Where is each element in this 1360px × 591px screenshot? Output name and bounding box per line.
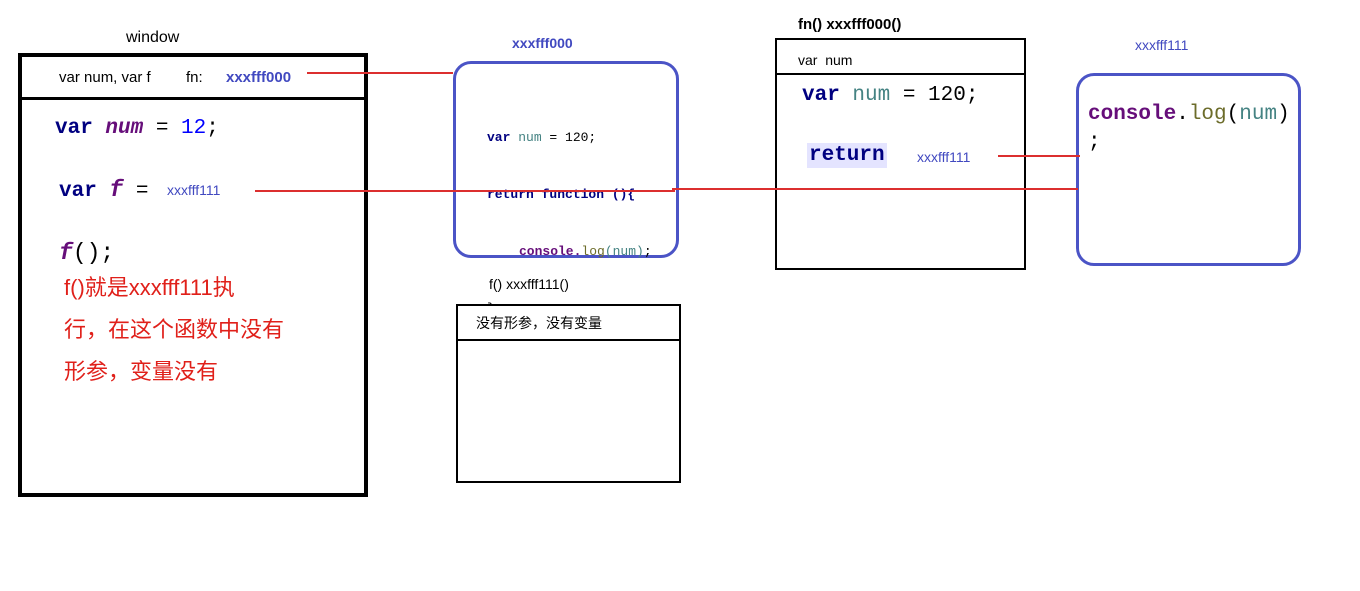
window-header-fn-label: fn: (186, 69, 203, 86)
note-line: 形参，变量没有 (64, 359, 219, 384)
exec-f-box: 没有形参，没有变量 (456, 304, 681, 483)
heap-fn-addr-label: xxxfff000 (512, 35, 573, 51)
exec-fn-header-text: var num (798, 52, 853, 68)
heap-f-code-end: ; (1088, 131, 1101, 154)
window-header-fn-addr: xxxfff000 (226, 69, 292, 86)
exec-f-header-text: 没有形参，没有变量 (476, 315, 602, 331)
exec-fn-box: var num var num = 120; return xxxfff111 (775, 38, 1026, 270)
heap-f-addr-label: xxxfff111 (1135, 37, 1189, 53)
window-scope-box: var num, var f fn: xxxfff000 var num = 1… (18, 53, 368, 497)
exec-fn-code: var num = 120; (802, 84, 979, 107)
exec-fn-return-addr: xxxfff111 (917, 149, 971, 165)
heap-fn-code-line: var num = 120; (487, 130, 597, 145)
code-line-var-f: var f = (59, 177, 149, 203)
exec-fn-title: fn() xxxfff000() (798, 16, 902, 33)
window-title: window (126, 29, 180, 46)
connector-f-to-heap-segment (255, 190, 675, 192)
connector-fn-to-heap (307, 72, 453, 74)
note-line: 行，在这个函数中没有 (64, 317, 285, 342)
exec-fn-header: var num (777, 40, 1024, 75)
heap-fn-code-line: console.log(num); (519, 244, 652, 259)
heap-fn-box: var num = 120; return function (){ conso… (453, 61, 679, 316)
connector-return-to-heap (998, 155, 1080, 157)
exec-f-header: 没有形参，没有变量 (458, 306, 679, 341)
code-line-var-num: var num = 12; (55, 117, 219, 140)
heap-f-code: console.log(num) ; (1088, 101, 1290, 157)
connector-f-to-heap-segment (672, 188, 1078, 190)
code-line-var-f-addr: xxxfff111 (167, 182, 221, 198)
window-header-vars: var num, var f (59, 69, 151, 86)
exec-f-title: f() xxxfff111() (489, 276, 569, 292)
heap-fn-code: var num = 120; return function (){ conso… (487, 90, 652, 356)
heap-f-box: console.log(num) ; (1076, 73, 1301, 266)
heap-fn-code-line: return function (){ (487, 187, 636, 202)
window-note: f()就是xxxfff111执 行，在这个函数中没有 形参，变量没有 (64, 267, 364, 393)
code-line-call-f: f(); (59, 240, 115, 266)
exec-fn-return: return (807, 143, 887, 168)
window-scope-header: var num, var f fn: xxxfff000 (22, 57, 364, 100)
note-line: f()就是xxxfff111执 (64, 275, 235, 300)
